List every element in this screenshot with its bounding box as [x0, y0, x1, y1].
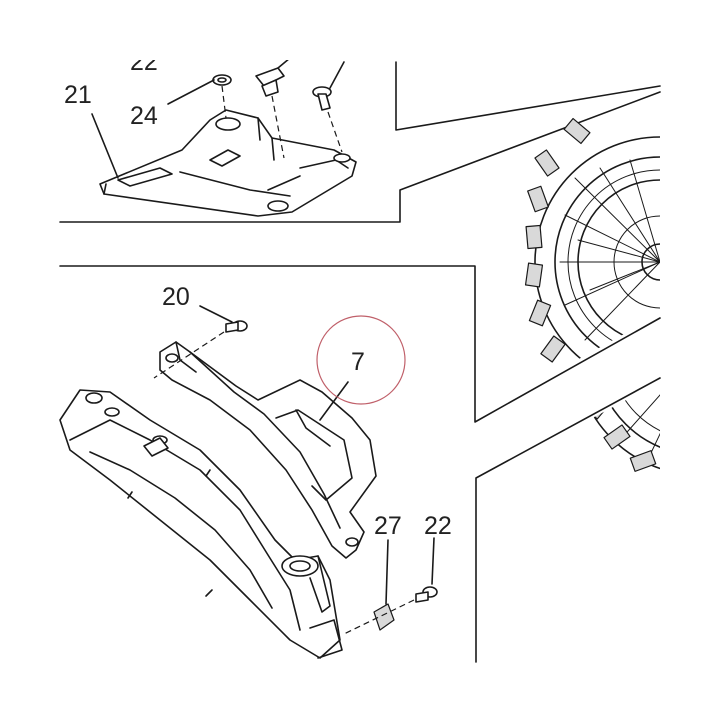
- callout-22-bottom: 22: [424, 512, 452, 540]
- rear-wheel: [524, 117, 660, 476]
- callout-21: 21: [64, 81, 92, 109]
- callout-7: 7: [351, 348, 365, 376]
- leader-7: [319, 381, 349, 421]
- part-22-screw: [343, 537, 438, 635]
- leader-24: [167, 79, 215, 105]
- main-view-frame: [59, 265, 661, 663]
- part-27-clip-nut: [373, 539, 395, 631]
- top-detail-frame: [59, 61, 661, 223]
- leader-21: [91, 113, 119, 179]
- callout-20: 20: [162, 283, 190, 311]
- part-7-cover: [159, 341, 377, 559]
- top-crop-mask: [0, 0, 720, 60]
- part-20-screw: [153, 320, 248, 379]
- part-21-tray: [99, 109, 357, 217]
- callout-27: 27: [374, 512, 402, 540]
- leader-screw: [329, 61, 345, 89]
- highlight-circle: [316, 315, 406, 405]
- subframe: [59, 389, 343, 659]
- part-24-washer: [212, 74, 232, 119]
- callout-24: 24: [130, 102, 158, 130]
- part-top-screw: [312, 86, 343, 153]
- part-top-clip: [255, 67, 285, 159]
- leader-20: [199, 305, 233, 323]
